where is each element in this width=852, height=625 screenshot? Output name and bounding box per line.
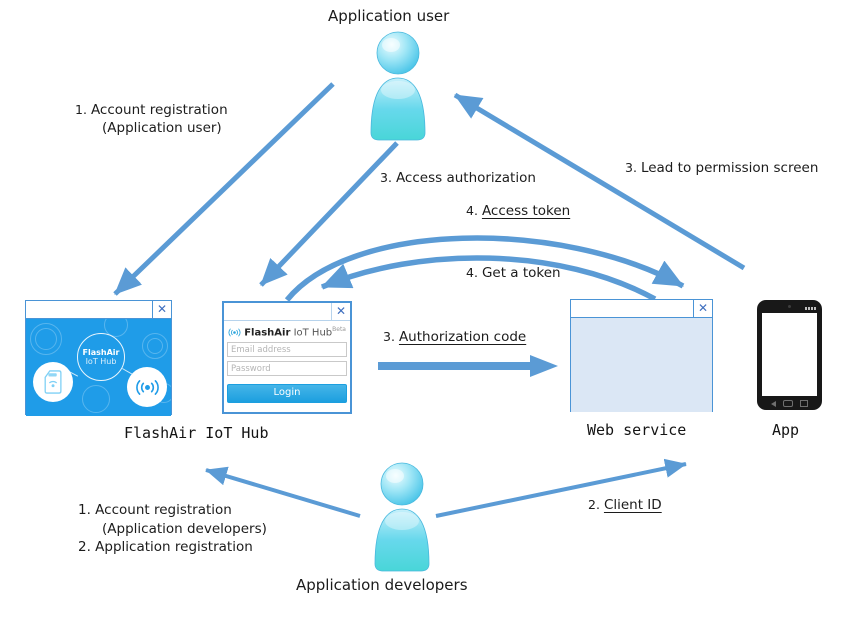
arrow-authorization-code	[378, 355, 558, 377]
close-icon[interactable]: ✕	[331, 303, 350, 320]
flashair-hub-caption: FlashAir IoT Hub	[124, 424, 269, 442]
decor-ring	[104, 319, 128, 337]
close-icon[interactable]: ✕	[693, 300, 712, 317]
password-field[interactable]	[227, 361, 347, 377]
status-icons	[805, 307, 816, 310]
decor-ring	[142, 333, 168, 359]
camera-dot-icon	[788, 305, 791, 308]
phone-nav-bar	[757, 400, 822, 407]
decor-ring	[82, 385, 110, 413]
flow-label-access-token: 4.Access token	[466, 203, 571, 219]
arrow-user-account-registration	[113, 82, 335, 296]
application-user-label: Application user	[328, 7, 450, 25]
hub-window-titlebar: ✕	[26, 301, 171, 319]
close-icon[interactable]: ✕	[152, 301, 171, 318]
flow-label-developer-steps: 1. Account registration (Application dev…	[78, 502, 267, 555]
web-service-body	[571, 318, 712, 412]
flow-label-account-registration-user: 1.Account registration (Application user…	[75, 102, 228, 136]
flow-label-lead-to-permission: 3.Lead to permission screen	[625, 160, 819, 176]
broadcast-icon	[135, 379, 159, 395]
login-button[interactable]: Login	[227, 384, 347, 404]
phone-screen	[762, 313, 817, 396]
hub-window-body: FlashAir IoT Hub	[26, 319, 171, 416]
arrow-developer-registration	[205, 466, 361, 518]
decor-ring	[147, 338, 163, 354]
application-developers-icon	[374, 462, 430, 572]
arrow-access-authorization	[259, 141, 399, 287]
sd-card-bubble	[33, 362, 73, 402]
arrow-client-id	[435, 458, 687, 518]
flow-label-access-authorization: 3.Access authorization	[380, 170, 536, 186]
application-user-icon	[370, 31, 426, 141]
flashair-hub-window: ✕ FlashAir IoT Hub	[25, 300, 172, 416]
application-developers-label: Application developers	[296, 576, 468, 594]
web-service-titlebar: ✕	[571, 300, 712, 318]
sd-card-icon	[44, 370, 62, 394]
decor-ring	[35, 328, 57, 350]
arrow-get-a-token	[320, 255, 657, 302]
login-window: ✕ FlashAir IoT HubBeta Login	[222, 301, 352, 414]
flow-label-client-id: 2.Client ID	[588, 497, 662, 513]
web-service-window: ✕	[570, 299, 713, 412]
app-caption: App	[772, 421, 800, 439]
broadcast-bubble	[127, 367, 167, 407]
decor-ring	[30, 323, 62, 355]
login-brand: FlashAir IoT HubBeta	[224, 326, 350, 338]
recent-apps-icon	[800, 400, 809, 407]
arrow-access-token	[284, 235, 685, 302]
smartphone	[757, 300, 822, 410]
home-icon	[782, 400, 793, 407]
broadcast-icon	[228, 328, 241, 337]
login-window-titlebar: ✕	[224, 303, 350, 321]
arrow-lead-to-permission-screen	[453, 92, 746, 271]
email-field[interactable]	[227, 342, 347, 358]
flow-label-authorization-code: 3.Authorization code	[383, 329, 527, 345]
web-service-caption: Web service	[587, 421, 687, 439]
back-icon	[770, 400, 776, 407]
hub-splash-logo: FlashAir IoT Hub	[77, 333, 125, 381]
flow-label-get-a-token: 4.Get a token	[466, 265, 561, 281]
